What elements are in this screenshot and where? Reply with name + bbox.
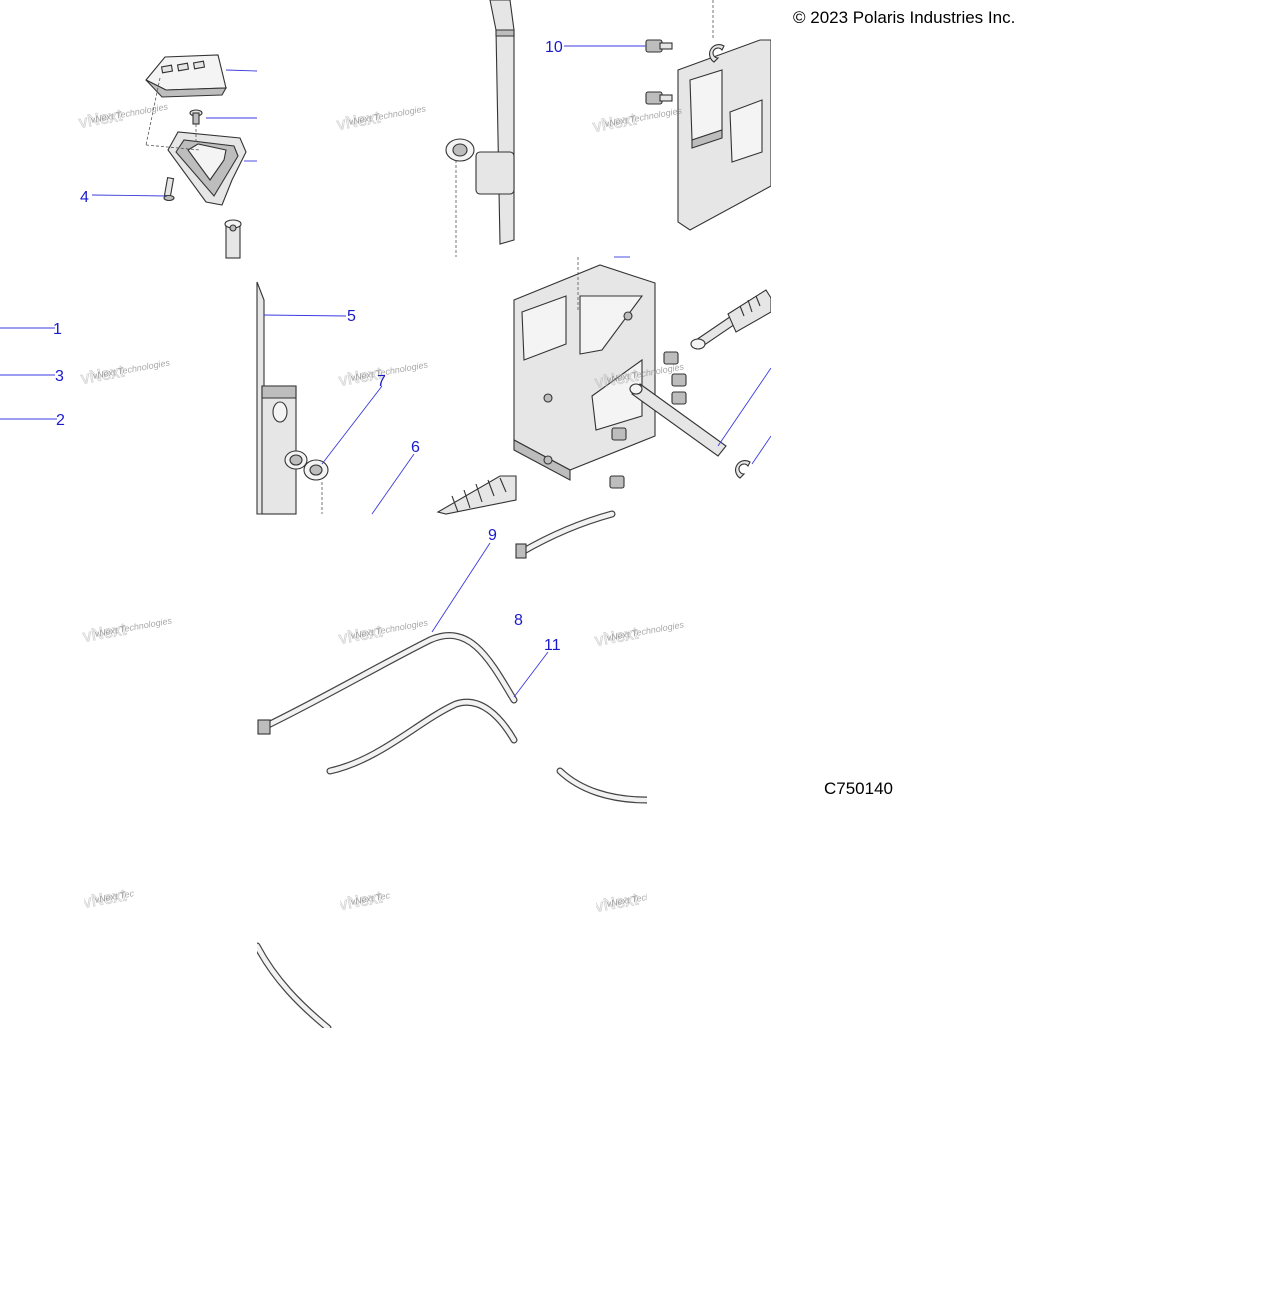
shifter-bracket-top: [677, 39, 771, 231]
copyright-notice: © 2023 Polaris Industries Inc.: [793, 8, 1016, 27]
callout-labels: 10 4 1 3 2 5 7 6 9 8 11: [53, 39, 563, 654]
shift-lever-shaft-top: [224, 219, 242, 259]
svg-text:vNext Technologies: vNext Technologies: [606, 619, 685, 643]
bushing-washer: [303, 459, 329, 481]
callout-4: 4: [80, 189, 89, 206]
shift-lever-lower: [256, 281, 308, 515]
e-clip-upper: [709, 44, 725, 63]
svg-text:vNext Technologies: vNext Technologies: [94, 615, 173, 639]
callout-3: 3: [55, 368, 64, 385]
callout-11: 11: [544, 637, 561, 654]
bracket-bolt-set: [609, 351, 687, 489]
shift-knob-cover: [145, 54, 227, 98]
shifter-bracket-mid: [513, 264, 656, 481]
shift-knob-body: [167, 131, 247, 206]
callout-2: 2: [56, 412, 65, 429]
svg-text:vNext Technologies: vNext Technologies: [350, 359, 429, 383]
svg-text:vNext Technologies: vNext Technologies: [350, 617, 429, 641]
bracket-bolt-lower: [645, 91, 673, 105]
shift-knob-screw: [189, 109, 203, 125]
svg-text:vNext Technologies: vNext Technologies: [92, 357, 171, 381]
callout-9: 9: [488, 527, 497, 544]
shift-lever-arm: [445, 0, 515, 245]
bracket-bolt-upper: [645, 39, 673, 53]
shift-cable-end-rod: [690, 289, 771, 350]
svg-text:vNext Technologies: vNext Technologies: [90, 101, 169, 125]
callout-7: 7: [377, 373, 386, 390]
watermark-partial-row: vNext vNext Technologies vNext vNext Tec…: [84, 881, 685, 916]
diagram-part-code: C750140: [824, 779, 894, 798]
callout-8: 8: [514, 612, 523, 629]
callout-6: 6: [411, 439, 420, 456]
svg-text:vNext Technologies: vNext Technologies: [606, 885, 685, 909]
pivot-pin: [629, 383, 727, 457]
callout-1: 1: [53, 321, 62, 338]
shift-knob-lower-screw: [163, 176, 175, 202]
callout-10: 10: [545, 39, 563, 56]
shift-boot: [436, 475, 517, 515]
shift-cable: [253, 510, 651, 1028]
svg-text:vNext Technologies: vNext Technologies: [94, 881, 173, 905]
svg-text:vNext Technologies: vNext Technologies: [350, 883, 429, 907]
callout-5: 5: [347, 308, 356, 325]
svg-text:vNext Technologies: vNext Technologies: [348, 103, 427, 127]
e-clip-lower: [735, 460, 751, 479]
svg-text:vNext Technologies: vNext Technologies: [604, 105, 683, 129]
